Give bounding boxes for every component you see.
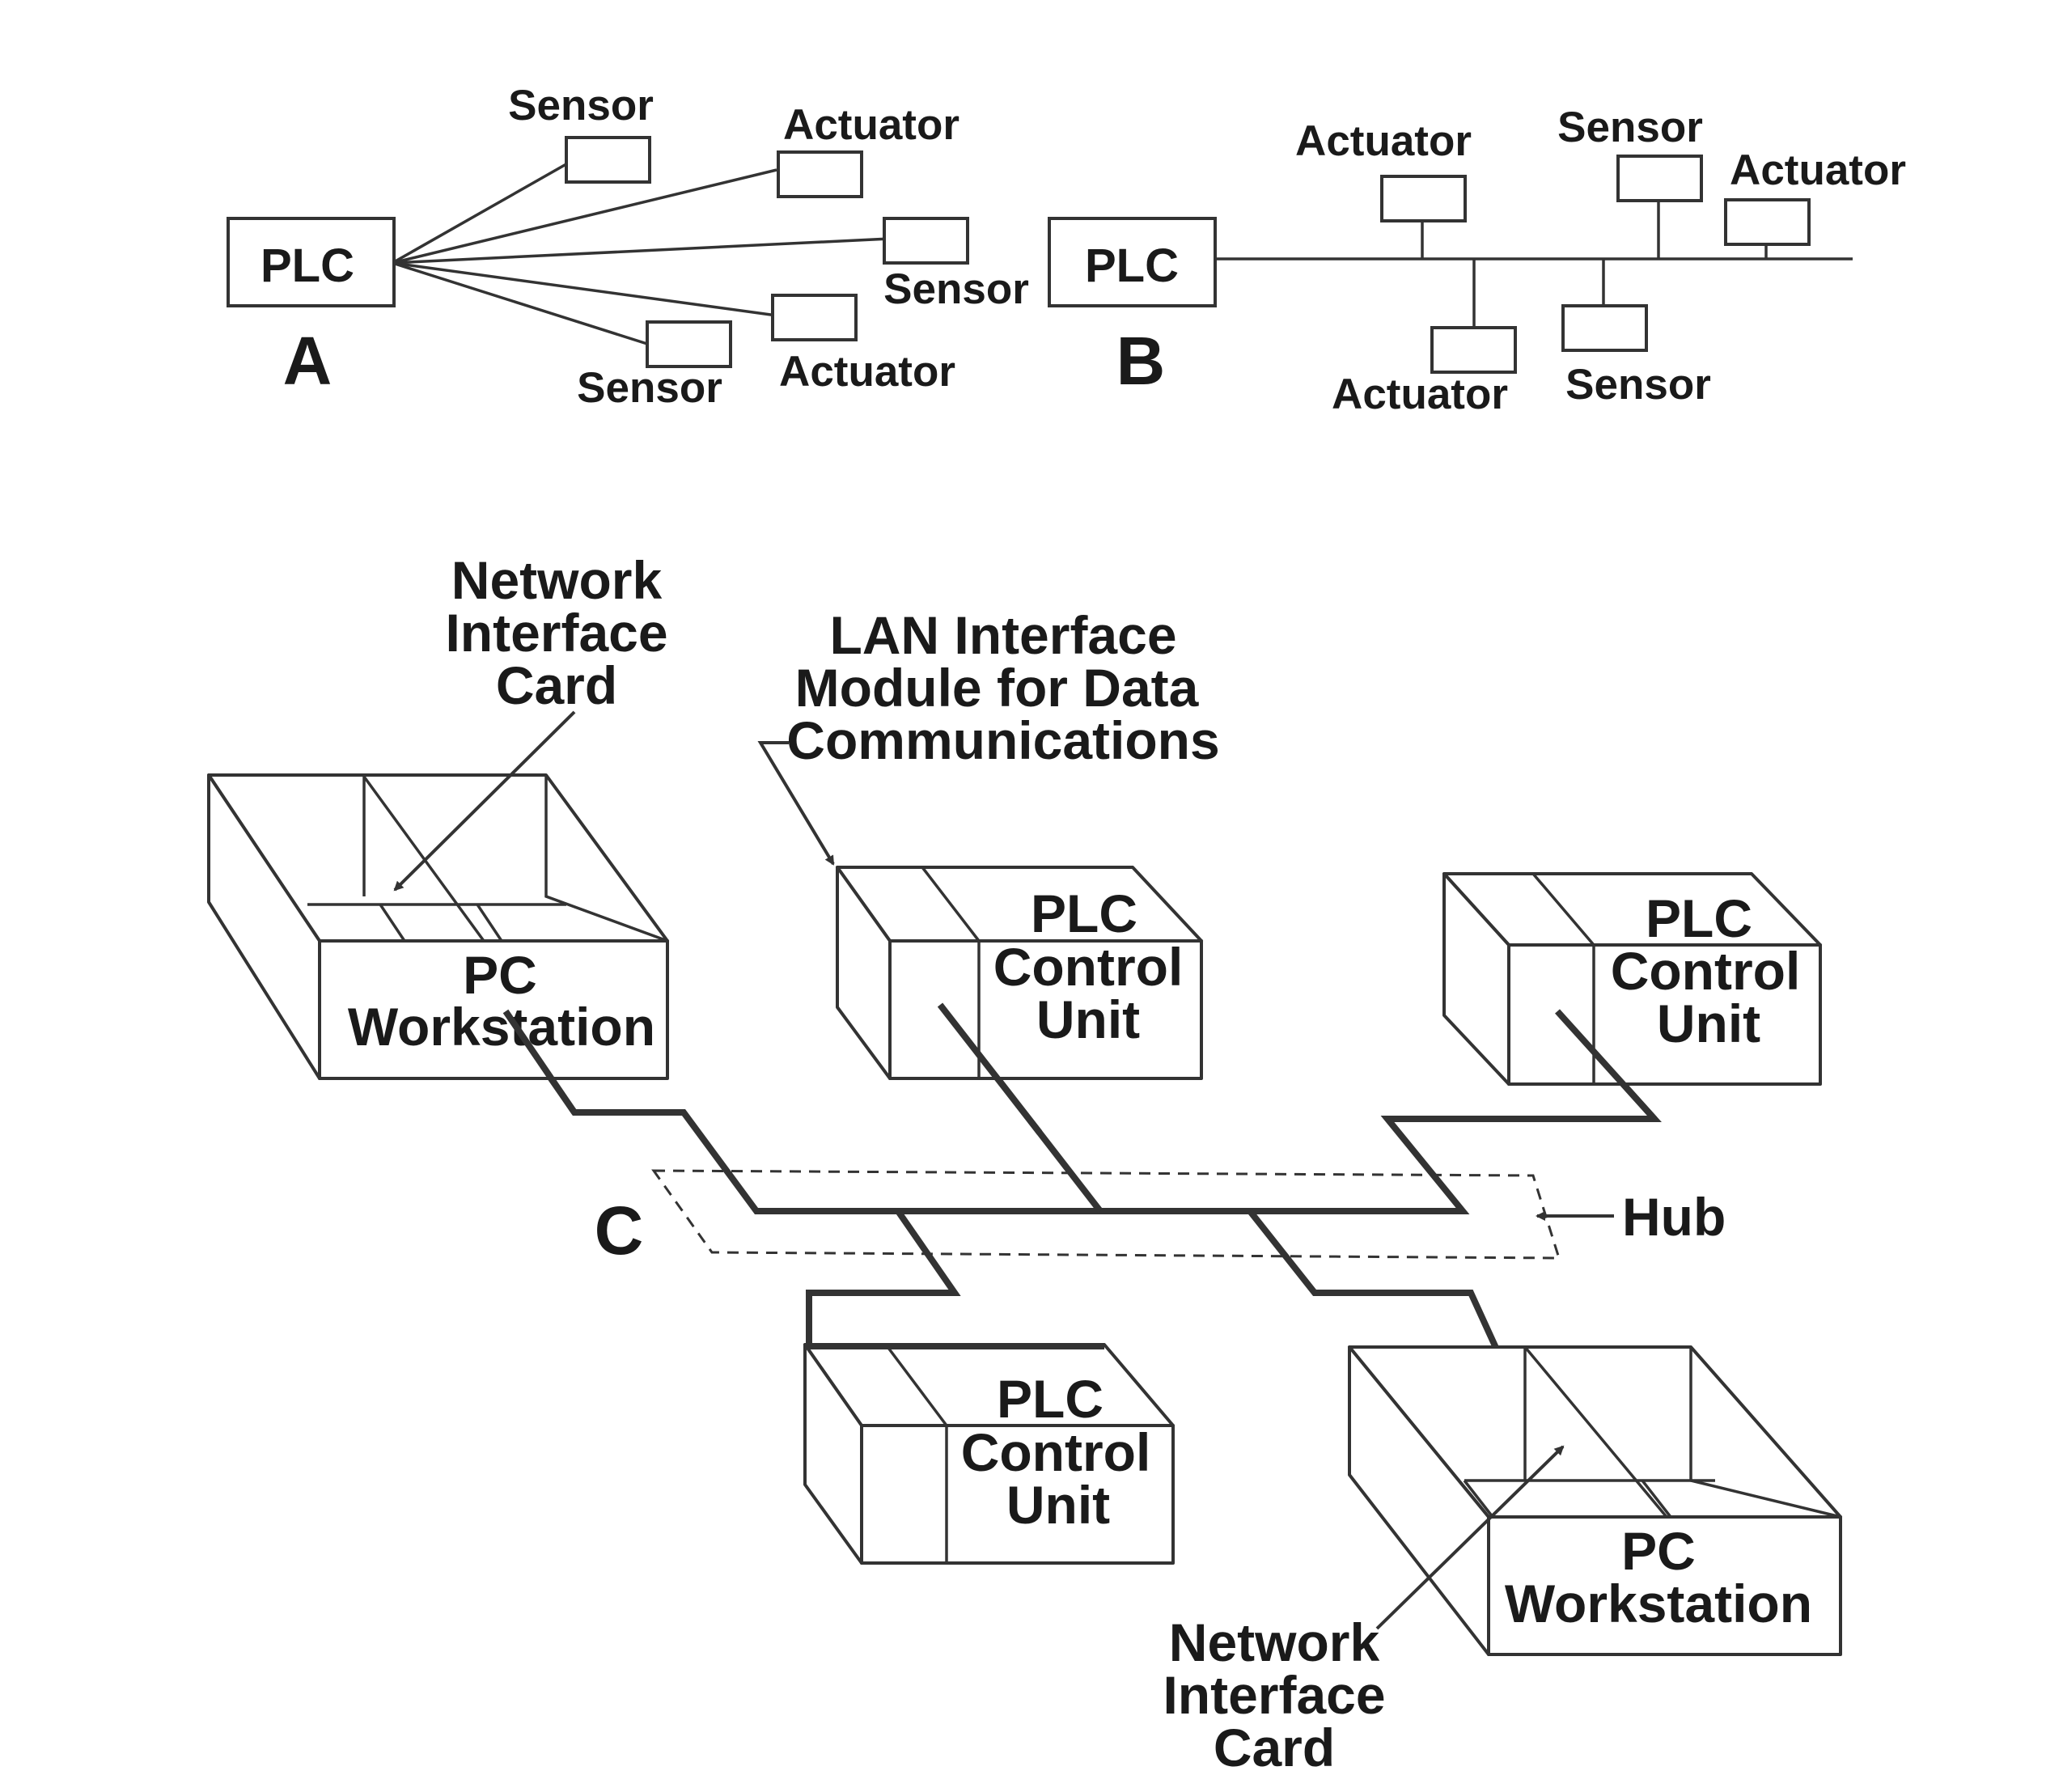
panel-a-plc-box [227,217,396,307]
plc-unit-right-label-line1: PLC [1646,888,1752,948]
panel-a-device-label-4: Actuator [779,348,955,396]
panel-a-sensor-box-3 [646,320,732,368]
panel-c-letter: C [595,1193,644,1269]
plc-control-unit-bottom: PLC Control Unit [803,1343,1175,1565]
panel-b-actuator-box-3 [1430,326,1517,374]
nic-bottom-line1: Network [1169,1612,1380,1672]
panel-b: PLC B Actuator Sensor Actuator Actuator … [1048,104,1906,418]
panel-c: PC Workstation PLC Control Unit PLC Cont… [207,550,1842,1777]
plc-unit-top-label-line2: Control [993,937,1184,997]
panel-b-actuator-box-1 [1380,175,1467,222]
panel-a-device-label-2: Actuator [783,101,959,149]
plc-control-unit-top-right: PLC Control Unit [1442,872,1822,1086]
pc-workstation-label-line1: PC [463,945,537,1005]
lan-module-label: LAN Interface Module for Data Communicat… [757,605,1220,866]
pc-workstation-bottom-label-line1: PC [1621,1521,1696,1581]
panel-b-sensor-box-1 [1616,155,1703,202]
panel-b-device-label-1: Actuator [1295,117,1472,165]
plc-unit-bottom-label-line2: Control [961,1422,1151,1482]
pc-workstation-top-left: PC Workstation [207,773,669,1080]
plc-control-unit-top-middle: PLC Control Unit [836,866,1203,1080]
panel-b-device-label-5: Sensor [1565,361,1711,409]
nic-label-top: Network Interface Card [393,550,668,892]
lan-module-line1: LAN Interface [829,605,1176,665]
panel-b-device-label-2: Sensor [1557,104,1703,151]
plc-unit-bottom-label-line1: PLC [997,1369,1104,1429]
hub-label: Hub [1536,1187,1726,1247]
nic-bottom-line3: Card [1214,1718,1335,1777]
plc-unit-top-label-line1: PLC [1031,883,1137,943]
plc-unit-top-label-line3: Unit [1036,989,1140,1049]
nic-label-bottom: Network Interface Card [1163,1445,1565,1777]
nic-top-line2: Interface [445,603,667,663]
panel-a-device-label-5: Sensor [577,364,722,412]
panel-a-actuator-box-2 [771,294,858,341]
lan-module-line3: Communications [786,710,1219,770]
panel-b-letter: B [1116,323,1166,399]
panel-a: PLC A Sensor Actuator Sensor Actuator Se… [227,82,1029,412]
panel-b-plc-box [1048,217,1217,307]
plc-unit-right-label-line3: Unit [1657,993,1760,1053]
panel-b-actuator-box-2 [1724,198,1811,246]
panel-a-sensor-box-1 [565,136,651,184]
hub-text: Hub [1622,1187,1726,1247]
panel-a-actuator-box-1 [777,150,863,198]
nic-bottom-line2: Interface [1163,1665,1385,1725]
pc-workstation-bottom-label-line2: Workstation [1505,1574,1812,1633]
panel-a-device-label-1: Sensor [508,82,654,129]
panel-a-sensor-box-2 [883,217,969,265]
panel-a-plc-label: PLC [261,239,354,292]
nic-top-line1: Network [451,550,663,610]
panel-a-letter: A [283,323,333,399]
lan-module-line2: Module for Data [795,658,1200,718]
panel-b-device-label-3: Actuator [1730,146,1906,194]
panel-a-device-label-3: Sensor [883,265,1029,313]
panel-b-sensor-box-2 [1561,304,1648,352]
plc-unit-right-label-line2: Control [1611,941,1801,1001]
hub-outline [651,1169,1561,1260]
plc-unit-bottom-label-line3: Unit [1006,1475,1110,1535]
panel-b-plc-label: PLC [1085,239,1179,292]
nic-top-line3: Card [496,655,617,715]
pc-workstation-label-line2: Workstation [348,997,655,1057]
pc-workstation-bottom-right: PC Workstation [1348,1345,1842,1656]
panel-a-wires [392,160,891,345]
panel-b-device-label-4: Actuator [1332,371,1508,418]
